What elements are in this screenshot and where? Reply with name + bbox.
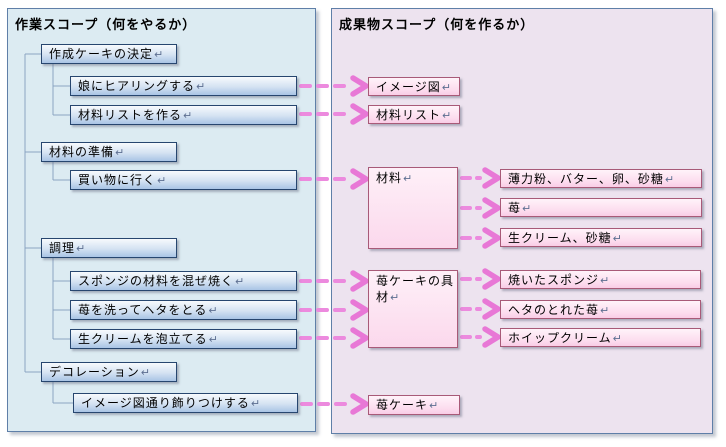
deliverable-box-materials: 材料↵ bbox=[368, 167, 458, 249]
work-box-make-material-list: 材料リストを作る↵ bbox=[70, 105, 297, 125]
deliverable-box-baked-sponge: 焼いたスポンジ↵ bbox=[500, 270, 701, 289]
box-label: イメージ図 bbox=[376, 80, 441, 94]
box-label: スポンジの材料を混ぜ焼く bbox=[78, 274, 235, 288]
box-label: 苺ケーキ bbox=[376, 398, 429, 412]
box-label: 作成ケーキの決定 bbox=[49, 47, 154, 61]
work-box-mix-bake-sponge: スポンジの材料を混ぜ焼く↵ bbox=[70, 271, 297, 291]
box-label: イメージ図通り飾りつけする bbox=[81, 396, 250, 410]
return-mark: ↵ bbox=[441, 81, 451, 94]
work-box-prepare-materials: 材料の準備↵ bbox=[41, 142, 177, 162]
box-label: 焼いたスポンジ bbox=[508, 273, 600, 287]
box-label: 買い物に行く bbox=[78, 173, 157, 187]
deliverable-box-strawberry: 苺↵ bbox=[500, 198, 702, 217]
box-label: 薄力粉、バター、卵、砂糖 bbox=[508, 172, 664, 186]
return-mark: ↵ bbox=[429, 399, 439, 412]
work-box-decoration: デコレーション↵ bbox=[41, 362, 177, 382]
return-mark: ↵ bbox=[208, 333, 218, 346]
return-mark: ↵ bbox=[600, 304, 610, 317]
work-box-hearing: 娘にヒアリングする↵ bbox=[70, 76, 297, 96]
box-label: 娘にヒアリングする bbox=[78, 79, 196, 93]
box-label: 苺ケーキの具材 bbox=[376, 274, 455, 304]
deliverable-box-strawberry-cake: 苺ケーキ↵ bbox=[368, 395, 460, 415]
return-mark: ↵ bbox=[522, 202, 532, 215]
return-mark: ↵ bbox=[390, 291, 400, 304]
work-box-cooking: 調理↵ bbox=[41, 238, 177, 258]
return-mark: ↵ bbox=[442, 109, 452, 122]
return-mark: ↵ bbox=[612, 332, 622, 345]
work-box-decide-cake: 作成ケーキの決定↵ bbox=[41, 44, 177, 64]
work-box-whip-cream: 生クリームを泡立てる↵ bbox=[70, 329, 297, 349]
box-label: 材料リスト bbox=[376, 108, 442, 122]
box-label: 材料の準備 bbox=[49, 145, 115, 159]
return-mark: ↵ bbox=[664, 173, 675, 186]
box-label: 苺 bbox=[508, 201, 522, 215]
deliverable-box-flour-butter-egg-sugar: 薄力粉、バター、卵、砂糖↵ bbox=[500, 169, 702, 188]
return-mark: ↵ bbox=[403, 172, 413, 185]
deliverable-box-whipped-cream: ホイップクリーム↵ bbox=[500, 328, 701, 347]
deliverable-box-image-figure: イメージ図↵ bbox=[368, 77, 460, 96]
return-mark: ↵ bbox=[208, 304, 218, 317]
return-mark: ↵ bbox=[140, 366, 150, 379]
work-box-decorate-per-image: イメージ図通り飾りつけする↵ bbox=[73, 393, 298, 413]
deliverable-box-material-list: 材料リスト↵ bbox=[368, 105, 460, 124]
return-mark: ↵ bbox=[250, 397, 261, 410]
box-label: デコレーション bbox=[49, 365, 140, 379]
return-mark: ↵ bbox=[154, 48, 164, 61]
deliverable-box-cake-parts: 苺ケーキの具材↵ bbox=[368, 270, 458, 348]
box-label: 材料リストを作る bbox=[78, 108, 183, 122]
return-mark: ↵ bbox=[115, 146, 125, 159]
work-box-shopping: 買い物に行く↵ bbox=[70, 170, 297, 190]
return-mark: ↵ bbox=[235, 275, 245, 288]
work-box-wash-strawberry: 苺を洗ってヘタをとる↵ bbox=[70, 300, 297, 320]
box-label: 苺を洗ってヘタをとる bbox=[78, 303, 208, 317]
return-mark: ↵ bbox=[612, 232, 622, 245]
box-label: 調理 bbox=[49, 241, 76, 255]
return-mark: ↵ bbox=[76, 242, 86, 255]
deliverable-scope-title: 成果物スコープ（何を作るか） bbox=[339, 18, 535, 33]
return-mark: ↵ bbox=[157, 174, 167, 187]
box-label: ホイップクリーム bbox=[508, 331, 612, 345]
return-mark: ↵ bbox=[196, 80, 206, 93]
work-scope-title: 作業スコープ（何をやるか） bbox=[15, 18, 197, 33]
box-label: 材料 bbox=[376, 171, 403, 185]
box-label: ヘタのとれた苺 bbox=[508, 303, 600, 317]
return-mark: ↵ bbox=[183, 109, 193, 122]
box-label: 生クリームを泡立てる bbox=[78, 332, 208, 346]
box-label: 生クリーム、砂糖 bbox=[508, 231, 612, 245]
deliverable-box-cream-sugar: 生クリーム、砂糖↵ bbox=[500, 228, 702, 247]
return-mark: ↵ bbox=[600, 274, 610, 287]
deliverable-box-hulled-strawberry: ヘタのとれた苺↵ bbox=[500, 300, 701, 319]
